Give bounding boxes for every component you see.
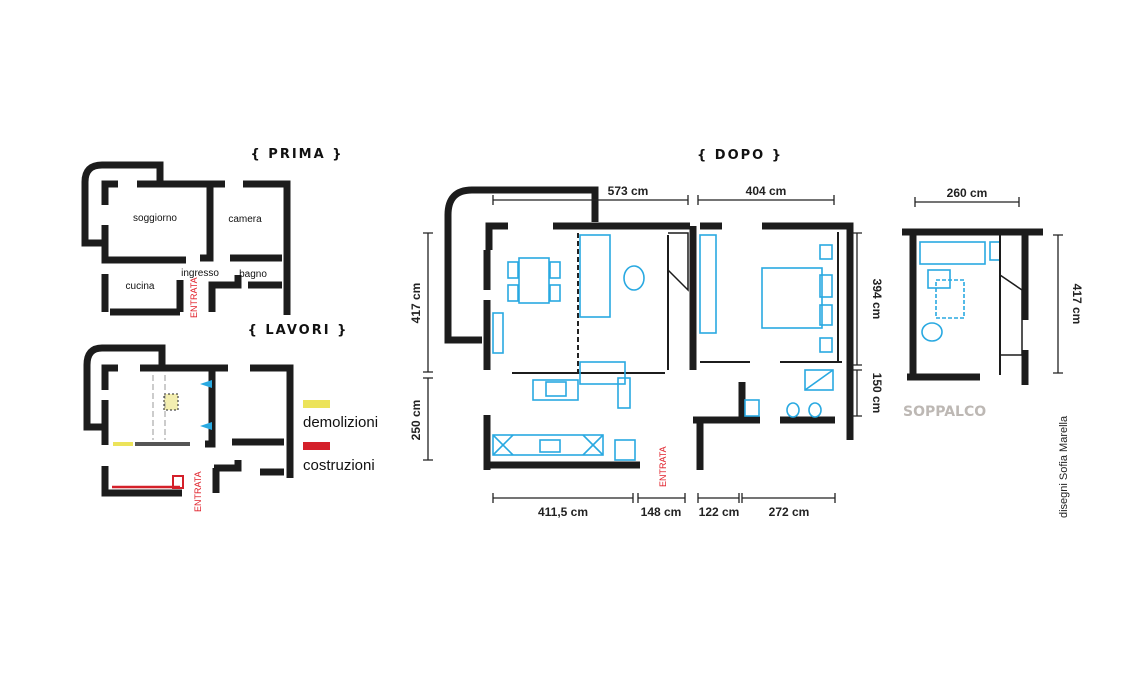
room-camera: camera xyxy=(228,214,262,225)
room-ingresso: ingresso xyxy=(181,268,219,279)
room-cucina: cucina xyxy=(126,281,155,292)
furniture xyxy=(492,234,1001,461)
legend-swatch-costruzioni xyxy=(303,442,330,450)
dim-soppalco-height: 417 cm xyxy=(1070,284,1084,325)
dim-bottom-2: 148 cm xyxy=(641,505,682,519)
plan-prima: { PRIMA } soggiorno camera ingresso bagn… xyxy=(81,147,344,318)
dim-top-right: 404 cm xyxy=(746,184,787,198)
legend-swatch-demolizioni xyxy=(303,400,330,408)
room-soggiorno: soggiorno xyxy=(133,213,177,224)
balcony-wall xyxy=(81,161,164,247)
entrance-label-prima: ENTRATA xyxy=(189,277,199,318)
dim-right-lower: 150 cm xyxy=(870,373,884,414)
plan-soppalco: 260 cm 417 cm SOPPALCO disegni Sofia Mar… xyxy=(902,186,1084,518)
room-bagno: bagno xyxy=(239,269,267,280)
dim-soppalco-width: 260 cm xyxy=(947,186,988,200)
plan-dopo: { DOPO } ENTRATA 5 xyxy=(409,148,1023,519)
dim-top-left: 573 cm xyxy=(608,184,649,198)
dim-right-upper: 394 cm xyxy=(870,279,884,320)
entrance-label-lavori: ENTRATA xyxy=(193,471,203,512)
legend-costruzioni: costruzioni xyxy=(303,457,375,474)
entrance-label-dopo: ENTRATA xyxy=(658,446,668,487)
title-prima: { PRIMA } xyxy=(251,147,344,162)
dim-bottom-1: 411,5 cm xyxy=(538,505,588,519)
dim-bottom-4: 272 cm xyxy=(769,505,810,519)
title-lavori: { LAVORI } xyxy=(248,323,349,338)
legend-demolizioni: demolizioni xyxy=(303,414,378,431)
dim-left-upper: 417 cm xyxy=(409,283,423,324)
dim-bottom-3: 122 cm xyxy=(699,505,740,519)
title-dopo: { DOPO } xyxy=(697,148,783,163)
balcony-wall xyxy=(444,186,599,344)
dim-left-lower: 250 cm xyxy=(409,400,423,441)
plan-lavori: { LAVORI } ENTRATA demolizioni costruzio… xyxy=(83,323,378,512)
credit: disegni Sofia Marella xyxy=(1058,415,1070,518)
stairs-icon xyxy=(667,232,1023,356)
soppalco-label: SOPPALCO xyxy=(903,404,986,420)
